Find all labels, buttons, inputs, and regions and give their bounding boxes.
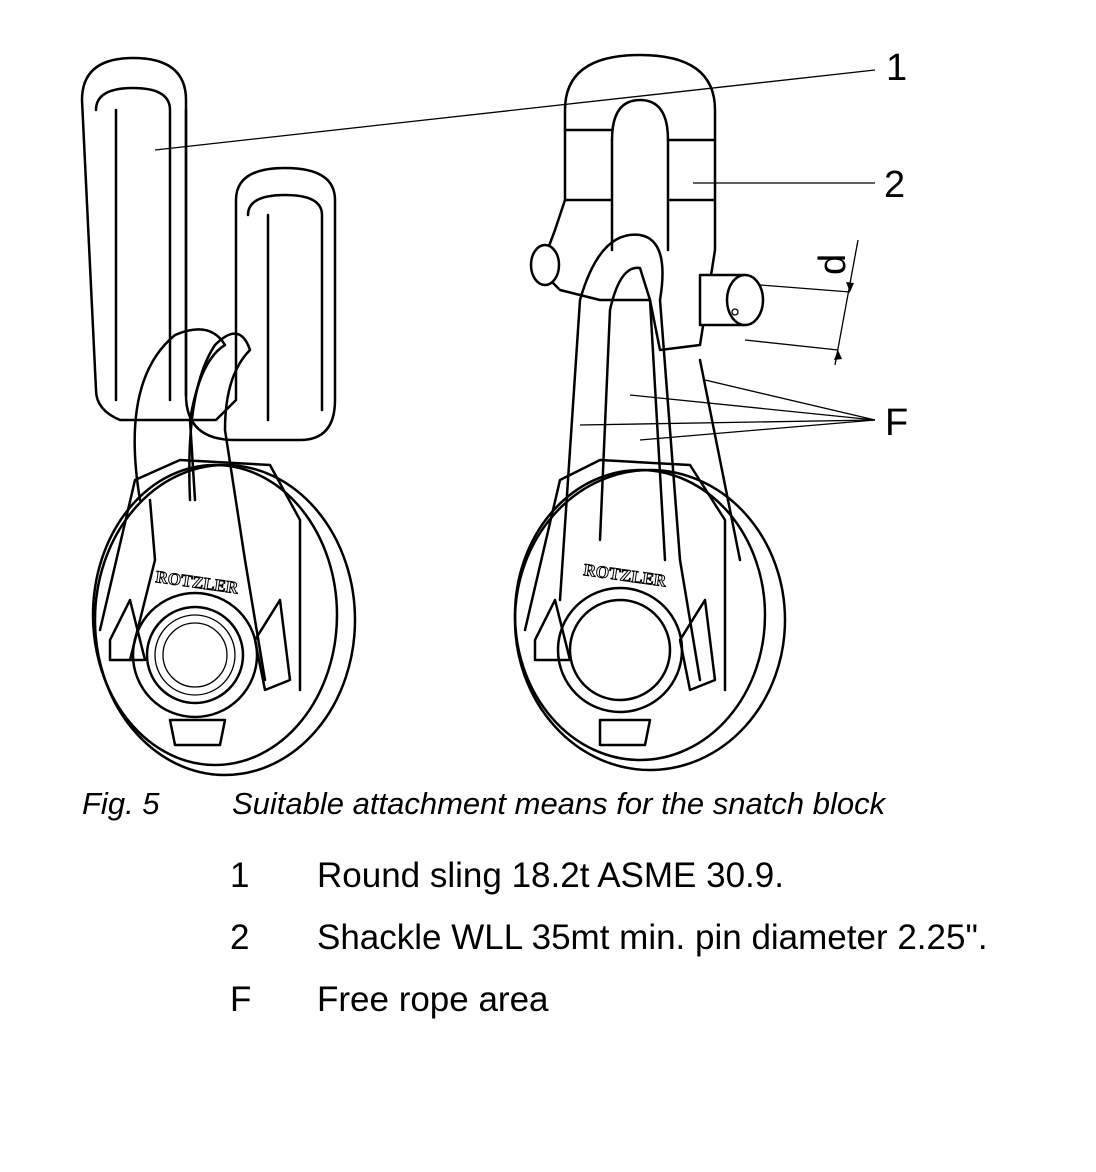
shackle-pin: [529, 243, 765, 327]
callout-1: 1: [886, 47, 907, 89]
legend-key: F: [230, 980, 252, 1019]
legend-text: Shackle WLL 35mt min. pin diameter 2.25"…: [317, 918, 988, 957]
shackle-assembly: [529, 53, 765, 352]
callout-lines: [154, 69, 876, 441]
snatch-block-attachment-drawing: ROTZLER ROTZLER: [80, 47, 908, 777]
round-sling-assembly: [80, 56, 337, 442]
legend-text: Free rope area: [317, 980, 549, 1019]
snatch-block-right: ROTZLER: [513, 233, 787, 772]
figure-caption: Suitable attachment means for the snatch…: [232, 786, 886, 821]
callout-2: 2: [884, 164, 905, 206]
legend-key: 1: [230, 856, 250, 895]
figure-number: Fig. 5: [82, 786, 160, 821]
snatch-block-left: ROTZLER: [91, 328, 357, 777]
callout-d: d: [812, 254, 854, 275]
legend-text: Round sling 18.2t ASME 30.9.: [317, 856, 784, 895]
callout-f: F: [885, 402, 908, 444]
legend-key: 2: [230, 918, 250, 957]
